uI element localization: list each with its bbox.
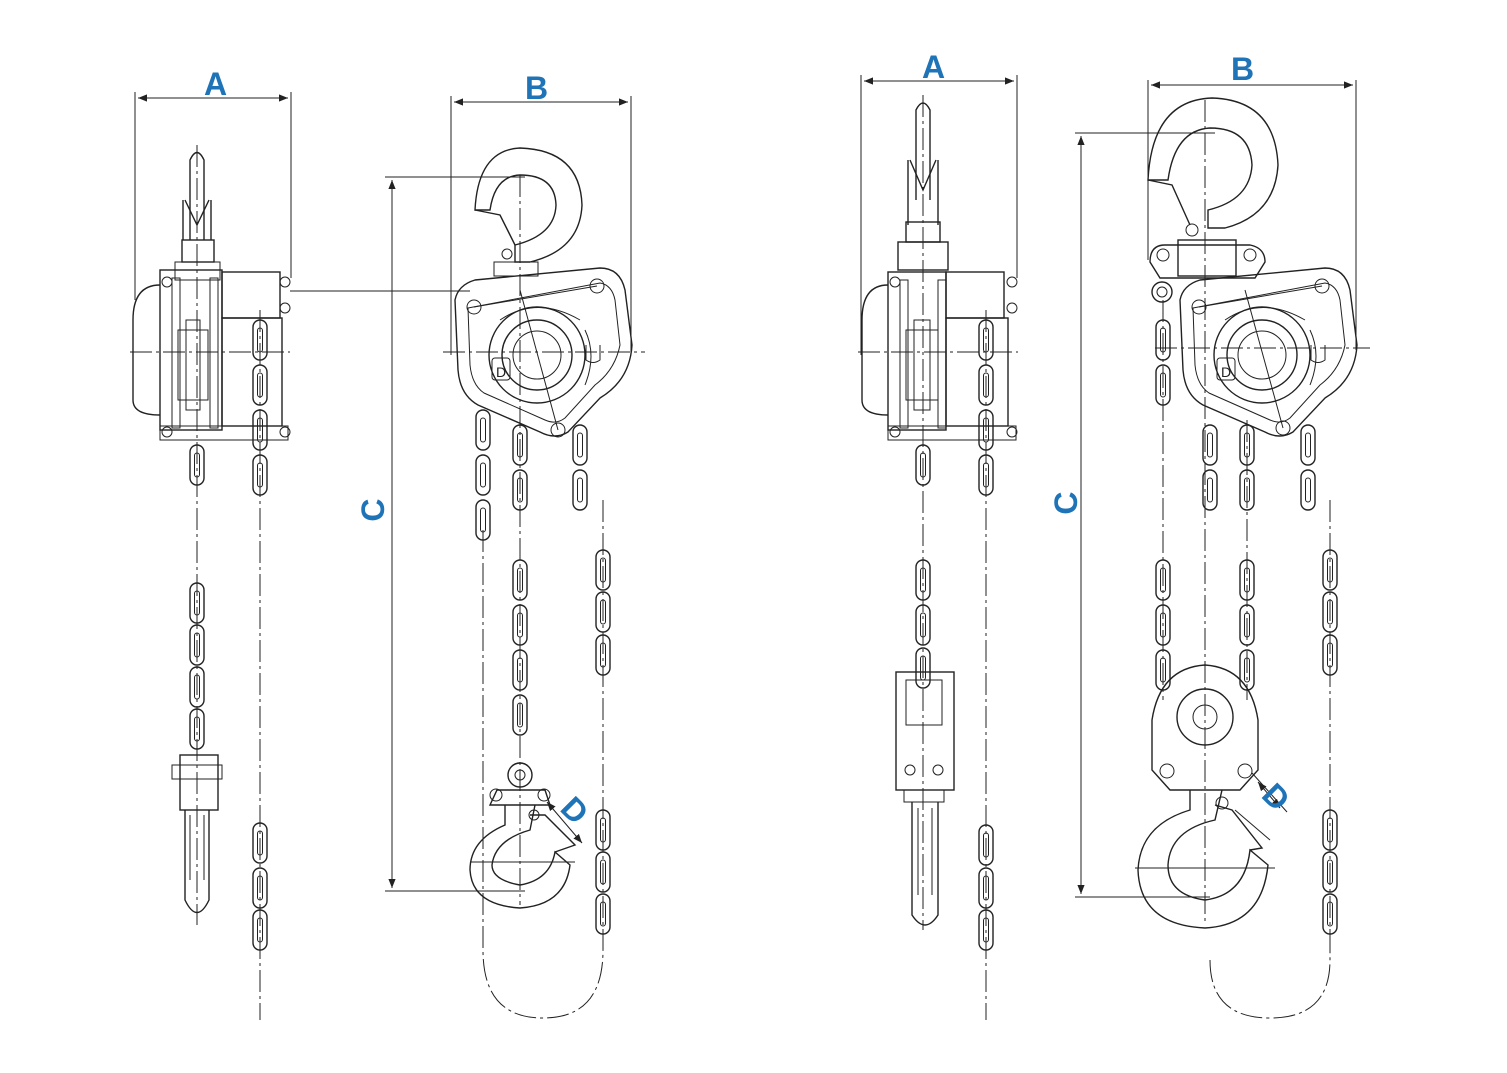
dim-label-d: D bbox=[1255, 776, 1297, 818]
dim-label-b: B bbox=[525, 70, 548, 106]
hoist-2-front-view: D bbox=[1135, 97, 1370, 1019]
hoist-2-labels: A B C D bbox=[922, 49, 1297, 818]
hoist-2-side-view bbox=[858, 95, 1018, 1020]
hoist-1-labels: A B C D bbox=[204, 66, 596, 831]
dim-label-a: A bbox=[204, 66, 227, 102]
hoist-2-dimensions bbox=[860, 75, 1357, 898]
hoist-1-side-view bbox=[130, 145, 291, 1020]
dim-label-a: A bbox=[922, 49, 945, 85]
dim-label-c: C bbox=[355, 498, 391, 521]
hoist-1-front-view: D bbox=[443, 147, 645, 1019]
hoist-1-dimensions bbox=[134, 92, 632, 892]
svg-text:D: D bbox=[1221, 364, 1231, 380]
dim-label-b: B bbox=[1231, 51, 1254, 87]
dim-label-c: C bbox=[1048, 491, 1084, 514]
dim-label-d: D bbox=[554, 789, 596, 831]
svg-text:D: D bbox=[496, 364, 506, 380]
